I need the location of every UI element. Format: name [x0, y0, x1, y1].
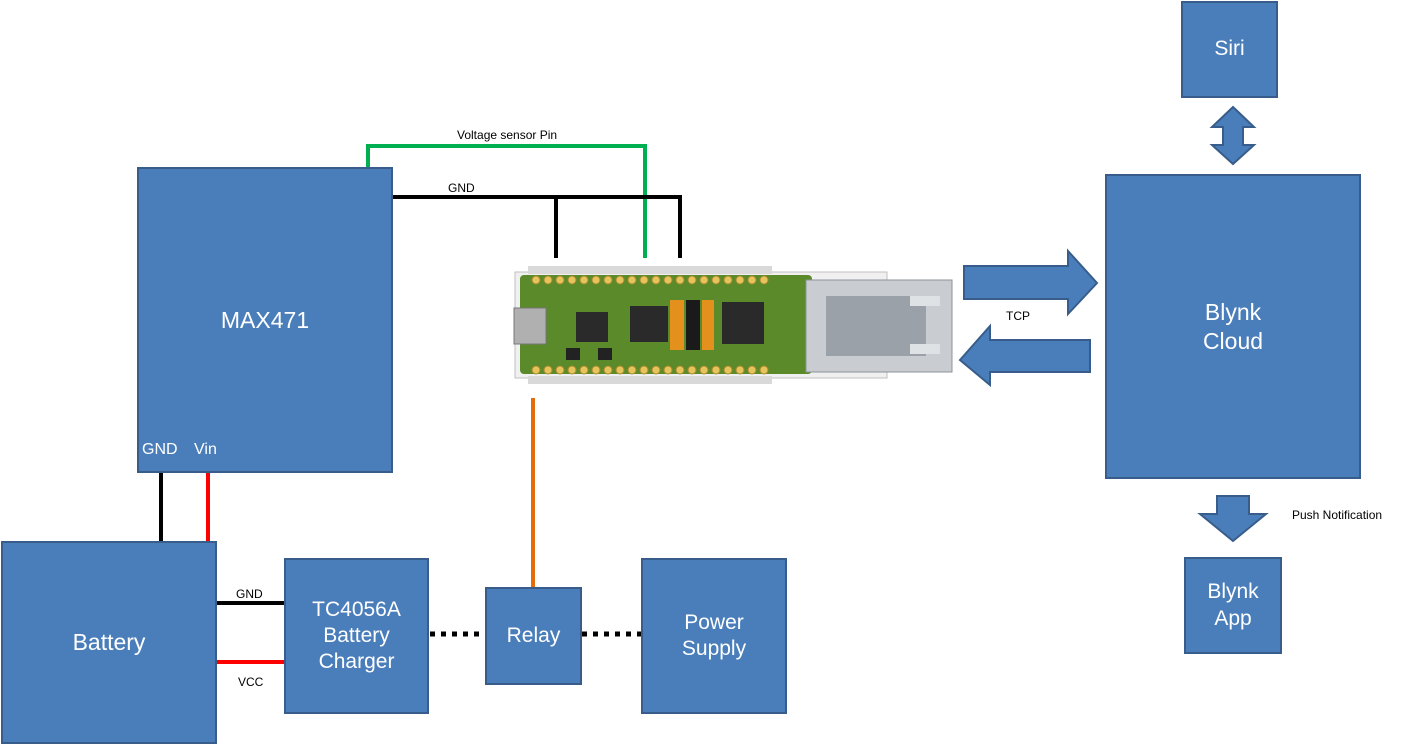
siri-double-arrow [1209, 105, 1257, 166]
microcontroller-board [513, 266, 953, 384]
vcc-label: VCC [238, 675, 264, 689]
power-supply-label-2: Supply [681, 637, 747, 660]
blynk-cloud-block: Blynk Cloud [1105, 174, 1361, 479]
max471-gnd-label: GND [142, 441, 178, 458]
battery-label: Battery [72, 629, 146, 656]
blynk-app-block: Blynk App [1184, 557, 1282, 654]
gnd-wire-top [392, 195, 682, 258]
max471-block: MAX471 [137, 167, 393, 473]
tcp-arrow-left [958, 323, 1091, 388]
gnd-top-label: GND [448, 181, 475, 195]
tcp-label: TCP [1006, 309, 1030, 323]
voltage-sensor-wire [366, 144, 647, 258]
push-arrow [1197, 495, 1269, 543]
tcp-arrow-right [963, 248, 1099, 317]
voltage-sensor-label: Voltage sensor Pin [457, 128, 558, 142]
charger-label-3: Charger [318, 650, 395, 674]
blynk-app-label-2: App [1214, 606, 1252, 630]
power-supply-block: Power Supply [641, 558, 787, 714]
blynk-cloud-label-1: Blynk [1204, 298, 1262, 325]
siri-block: Siri [1181, 1, 1278, 98]
blynk-cloud-label-2: Cloud [1202, 327, 1264, 354]
charger-label-2: Battery [323, 623, 390, 647]
charger-block: TC4056A Battery Charger [284, 558, 429, 714]
max471-label: MAX471 [220, 306, 310, 333]
push-notification-label: Push Notification [1292, 508, 1383, 522]
gnd-bottom-label: GND [236, 587, 263, 601]
charger-label-1: TC4056A [312, 597, 401, 621]
relay-block: Relay [485, 587, 582, 685]
power-supply-label-1: Power [684, 610, 744, 634]
blynk-app-label-1: Blynk [1207, 580, 1259, 604]
max471-vin-label: Vin [194, 441, 217, 458]
siri-label: Siri [1214, 37, 1245, 61]
battery-block: Battery [1, 541, 217, 744]
relay-label: Relay [506, 623, 561, 647]
